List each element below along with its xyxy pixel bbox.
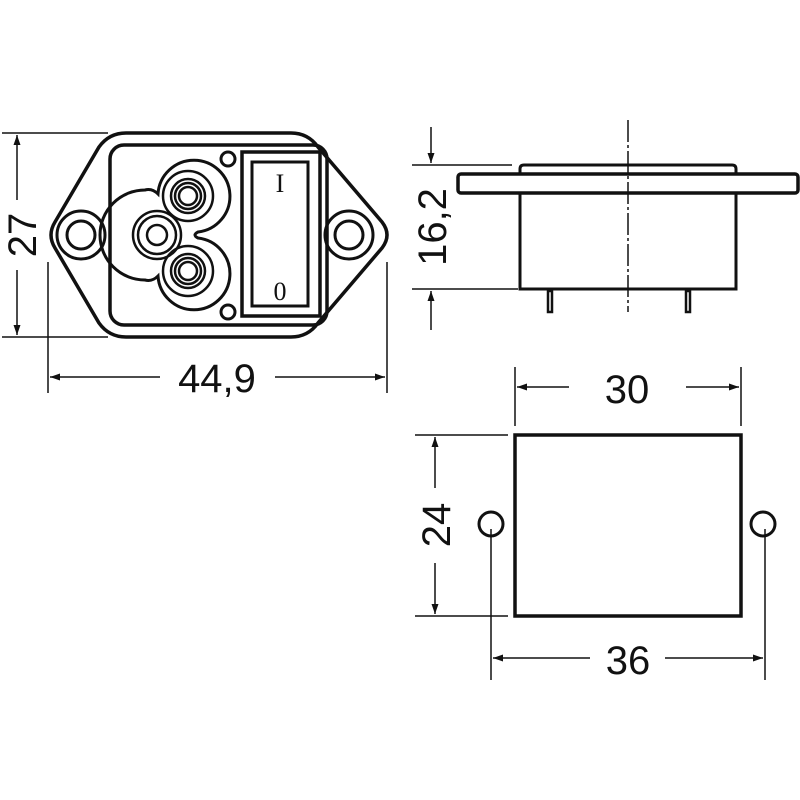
dimension-27	[2, 132, 108, 338]
contact-bottom	[161, 244, 215, 298]
cutout-view	[477, 433, 777, 618]
side-view	[456, 120, 800, 314]
switch-on-label: I	[276, 169, 285, 198]
dimension-16-2	[412, 127, 518, 330]
mounting-hole-left	[55, 209, 107, 261]
pin-left	[546, 289, 554, 314]
switch-housing	[240, 150, 322, 318]
switch-rocker	[250, 160, 310, 308]
dimension-label-16-2: 16,2	[411, 188, 455, 266]
dimension-44-9	[47, 262, 388, 393]
dimension-label-44-9: 44,9	[178, 357, 256, 401]
dimension-label-27: 27	[1, 213, 45, 258]
inner-body	[108, 143, 329, 327]
inlet-outline	[98, 158, 232, 312]
dimension-label-30: 30	[605, 368, 650, 412]
pin-right	[684, 289, 692, 314]
front-view	[49, 131, 389, 339]
screw-hole-top	[219, 150, 237, 168]
contact-top	[161, 169, 215, 223]
mounting-hole-right	[323, 209, 375, 261]
cutout-hole-right	[749, 510, 777, 538]
panel-cutout	[513, 433, 743, 618]
dimension-30	[514, 367, 742, 426]
contact-middle	[131, 209, 183, 261]
dimension-36	[490, 529, 766, 680]
dimension-24	[415, 434, 508, 617]
dimension-label-36: 36	[606, 639, 651, 683]
dimension-label-24: 24	[415, 503, 459, 548]
switch-off-label: 0	[274, 277, 287, 306]
screw-hole-bottom	[219, 303, 237, 321]
